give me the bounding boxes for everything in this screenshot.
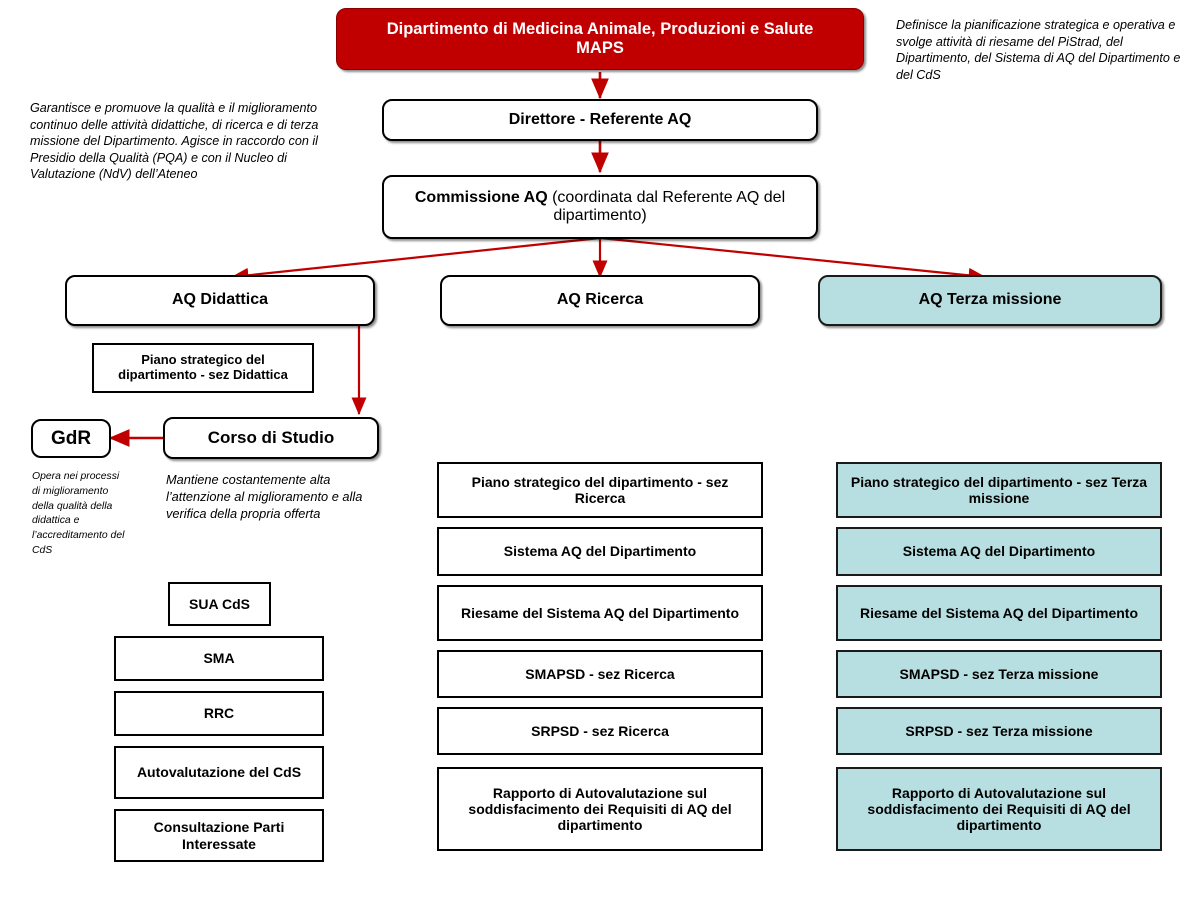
root-label-line2: MAPS [576,39,624,57]
ricerca-item-label: Riesame del Sistema AQ del Dipartimento [460,604,739,621]
node-commissione-aq[interactable]: Commissione AQ (coordinata dal Referente… [382,175,818,239]
didattica-item-label: Consultazione Parti Interessate [153,819,285,852]
node-ricerca-item-sistema-aq[interactable]: Sistema AQ del Dipartimento [437,527,763,576]
direttore-label: Direttore - Referente AQ [508,110,692,128]
aq-ricerca-label: AQ Ricerca [556,291,644,309]
ricerca-item-label: Sistema AQ del Dipartimento [503,543,697,560]
node-direttore-referente-aq[interactable]: Direttore - Referente AQ [382,99,818,141]
node-ricerca-item-piano-strategico[interactable]: Piano strategico del dipartimento - sez … [437,462,763,518]
note-commissione-top-left: Garantisce e promuove la qualità e il mi… [30,101,319,182]
node-terza-missione-item-smapsd[interactable]: SMAPSD - sez Terza missione [836,650,1162,698]
terza-missione-item-label: SMAPSD - sez Terza missione [899,665,1099,682]
connector-commissione-to-terza-missione [599,236,987,283]
commissione-label-regular: (coordinata dal Referente AQ del diparti… [547,188,786,224]
node-ricerca-item-riesame-sistema-aq[interactable]: Riesame del Sistema AQ del Dipartimento [437,585,763,641]
didattica-item-label: Autovalutazione del CdS [136,764,302,781]
note-corso-di-studio: Mantiene costantemente alta l’attenzione… [166,472,363,521]
node-didattica-item-autovalutazione-cds[interactable]: Autovalutazione del CdS [114,746,324,799]
node-corso-di-studio[interactable]: Corso di Studio [163,417,379,459]
root-node-dipartimento[interactable]: Dipartimento di Medicina Animale, Produz… [336,8,864,70]
terza-missione-item-label: Sistema AQ del Dipartimento [902,543,1096,560]
ricerca-item-label: SRPSD - sez Ricerca [531,722,669,739]
node-didattica-item-consultazione-parti-interessate[interactable]: Consultazione Parti Interessate [114,809,324,862]
didattica-item-label: RRC [203,705,235,722]
node-aq-didattica[interactable]: AQ Didattica [65,275,375,326]
terza-missione-item-label: Rapporto di Autovalutazione sul soddisfa… [867,784,1131,834]
node-ricerca-item-smapsd[interactable]: SMAPSD - sez Ricerca [437,650,763,698]
node-didattica-item-sua-cds[interactable]: SUA CdS [168,582,271,626]
node-ricerca-item-srpsd[interactable]: SRPSD - sez Ricerca [437,707,763,755]
aq-terza-missione-label: AQ Terza missione [918,291,1062,309]
note-gdr: Opera nei processi di miglioramento dell… [32,471,125,556]
node-ricerca-item-rapporto-autovalutazione[interactable]: Rapporto di Autovalutazione sul soddisfa… [437,767,763,851]
node-didattica-item-rrc[interactable]: RRC [114,691,324,736]
note-commissione-top-right: Definisce la pianificazione strategica e… [896,18,1181,82]
didattica-item-label: SUA CdS [189,595,250,612]
node-terza-missione-item-piano-strategico[interactable]: Piano strategico del dipartimento - sez … [836,462,1162,518]
piano-strategico-didattica-label: Piano strategico del dipartimento - sez … [118,352,288,382]
ricerca-item-label: SMAPSD - sez Ricerca [525,665,675,682]
root-label-line1: Dipartimento di Medicina Animale, Produz… [386,20,814,39]
node-aq-terza-missione[interactable]: AQ Terza missione [818,275,1162,326]
aq-didattica-label: AQ Didattica [171,291,268,309]
terza-missione-item-label: Riesame del Sistema AQ del Dipartimento [859,604,1138,621]
node-terza-missione-item-sistema-aq[interactable]: Sistema AQ del Dipartimento [836,527,1162,576]
node-terza-missione-item-riesame-sistema-aq[interactable]: Riesame del Sistema AQ del Dipartimento [836,585,1162,641]
gdr-label: GdR [50,427,92,449]
ricerca-item-label: Rapporto di Autovalutazione sul soddisfa… [468,784,732,834]
node-gdr[interactable]: GdR [31,419,111,458]
didattica-item-label: SMA [203,650,235,667]
commissione-label-bold: Commissione AQ [414,188,548,206]
corso-di-studio-label: Corso di Studio [207,428,335,448]
terza-missione-item-label: Piano strategico del dipartimento - sez … [850,473,1148,506]
node-aq-ricerca[interactable]: AQ Ricerca [440,275,760,326]
node-terza-missione-item-rapporto-autovalutazione[interactable]: Rapporto di Autovalutazione sul soddisfa… [836,767,1162,851]
connector-commissione-to-didattica [230,236,601,283]
ricerca-item-label: Piano strategico del dipartimento - sez … [471,473,729,506]
node-terza-missione-item-srpsd[interactable]: SRPSD - sez Terza missione [836,707,1162,755]
terza-missione-item-label: SRPSD - sez Terza missione [905,722,1093,739]
node-piano-strategico-didattica[interactable]: Piano strategico del dipartimento - sez … [92,343,314,393]
node-didattica-item-sma[interactable]: SMA [114,636,324,681]
